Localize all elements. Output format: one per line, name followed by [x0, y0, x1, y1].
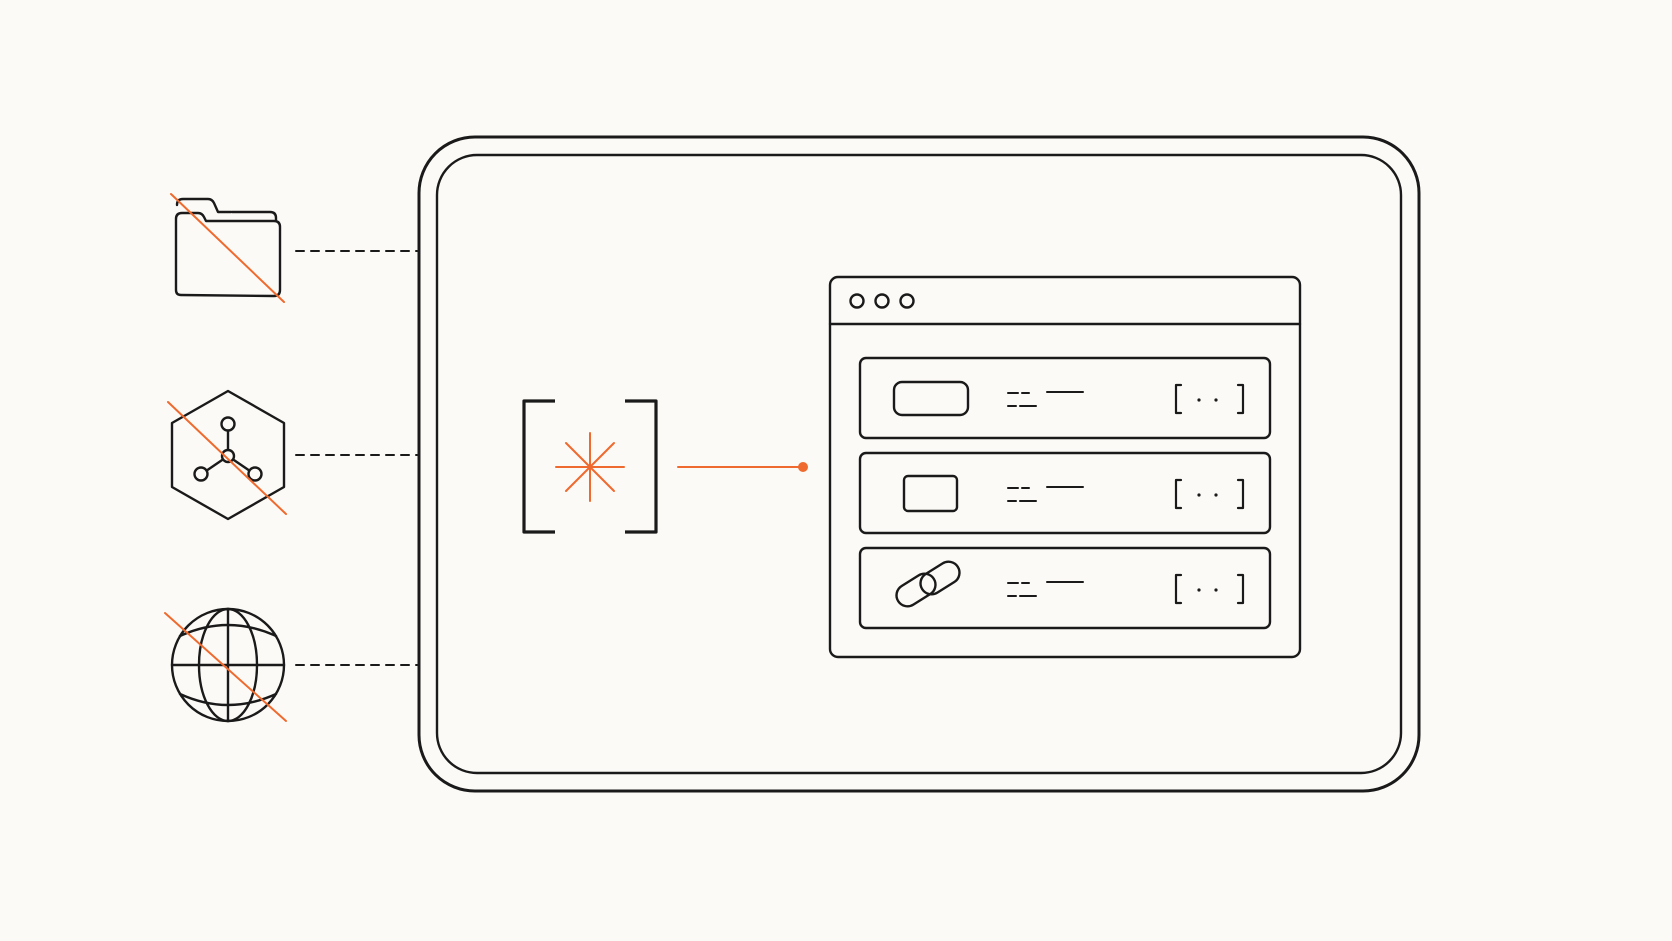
window-control-dot	[874, 293, 890, 309]
blocked-slash	[167, 401, 287, 515]
row-card	[858, 356, 1272, 440]
ellipsis-bracket-icon	[1174, 573, 1245, 605]
text-placeholder-lines	[1007, 581, 1084, 597]
bracketed-asterisk-icon	[522, 399, 658, 534]
asterisk-icon	[555, 432, 625, 502]
window-row	[858, 451, 1272, 535]
globe-icon	[170, 607, 286, 723]
text-placeholder-lines	[1007, 486, 1084, 502]
window-control-dot	[899, 293, 915, 309]
connector-endpoint	[798, 462, 808, 472]
ellipsis-bracket-icon	[1174, 478, 1245, 510]
window-row	[858, 356, 1272, 440]
window-frame	[828, 275, 1302, 659]
ellipsis-bracket-icon	[1174, 383, 1245, 415]
window-control-dot	[849, 293, 865, 309]
blocked-slash	[164, 612, 287, 722]
blocked-slash	[170, 193, 285, 303]
window-controls	[849, 293, 915, 309]
text-placeholder-lines	[1007, 391, 1084, 407]
network-hub-icon	[170, 389, 286, 521]
blocked-source-web	[164, 607, 418, 723]
chain-link-icon	[895, 560, 961, 608]
blocked-source-network	[167, 389, 418, 521]
wide-rectangle-icon	[892, 380, 970, 417]
sandbox-frame	[417, 135, 1421, 793]
small-rectangle-icon	[902, 474, 959, 513]
app-window	[828, 275, 1302, 659]
row-card	[858, 546, 1272, 630]
blocked-source-folder	[170, 193, 418, 303]
row-card	[858, 451, 1272, 535]
window-row	[858, 546, 1272, 630]
core-agent	[522, 399, 808, 534]
